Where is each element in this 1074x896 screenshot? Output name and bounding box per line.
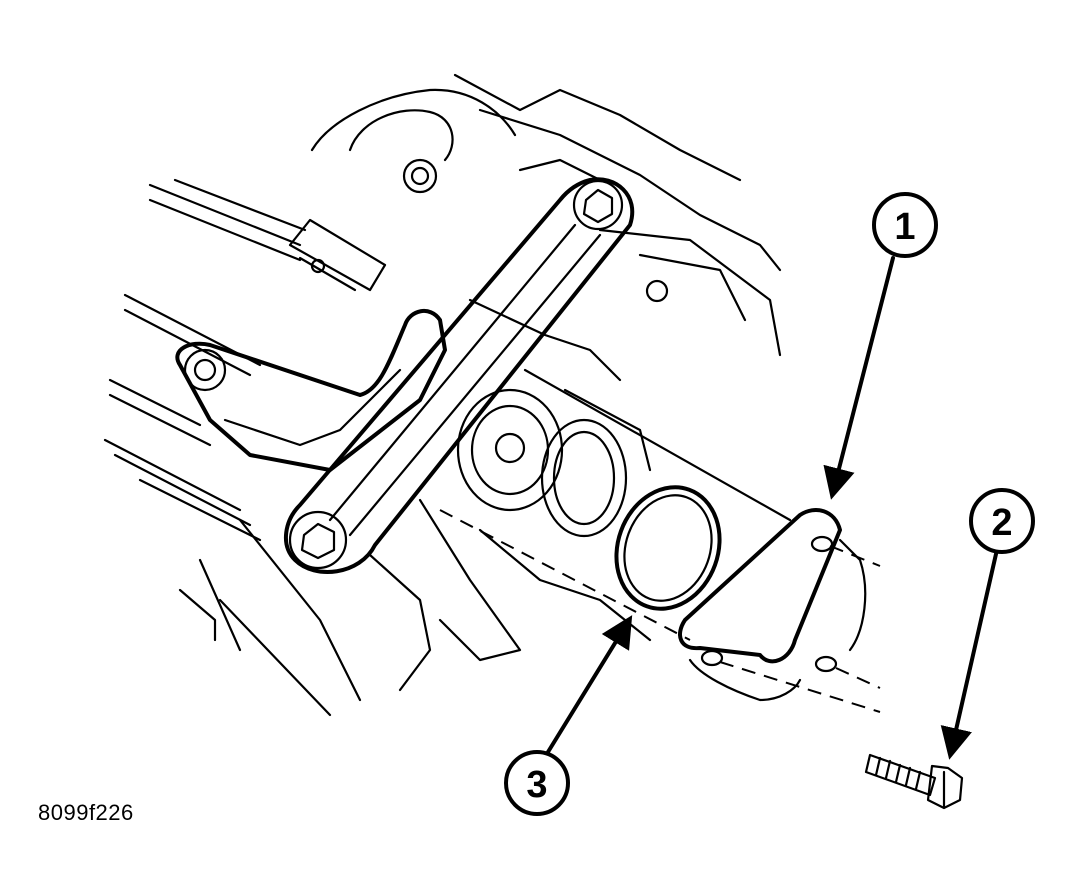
callout-1: 1: [823, 192, 938, 500]
callout-1-label: 1: [894, 206, 915, 248]
rocker-bar: [175, 177, 635, 574]
callout-2-label: 2: [991, 502, 1012, 544]
callout-1-circle: [872, 192, 938, 258]
callout-3-circle: [504, 750, 570, 816]
callout-2-circle: [969, 488, 1035, 554]
callout-2: 2: [940, 488, 1035, 760]
o-ring-gasket: [614, 485, 722, 611]
callout-3: 3: [504, 615, 633, 816]
callout-3-label: 3: [526, 764, 547, 806]
cover-plate: [678, 508, 881, 713]
bolt: [864, 753, 964, 810]
figure-id-label: 8099f226: [38, 800, 134, 825]
